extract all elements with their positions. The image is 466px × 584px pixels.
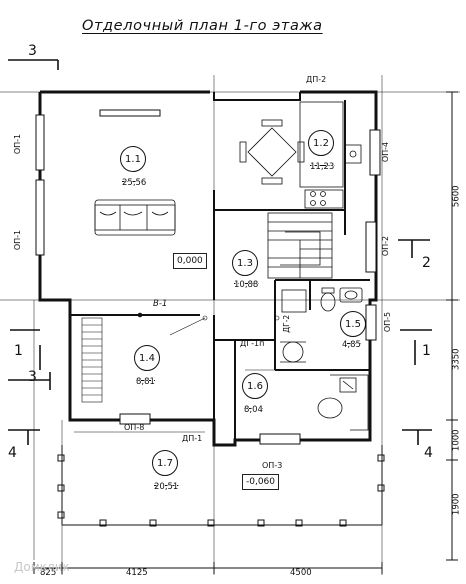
- opening-label: ДП-1: [182, 434, 203, 443]
- dimension-label: 3350: [451, 348, 462, 371]
- room-area: 8,81: [136, 377, 155, 387]
- room-area: 10,88: [234, 280, 259, 290]
- opening-label: ДГ-1п: [240, 339, 265, 348]
- section-number: 1: [14, 343, 23, 359]
- room-marker: 1.4: [134, 345, 160, 371]
- room-marker: 1.7: [152, 450, 178, 476]
- opening-label: ОП-2: [381, 235, 391, 257]
- dimension-label: 825: [40, 568, 57, 578]
- opening-label: ОП-4: [381, 141, 391, 163]
- dimension-label: 1900: [451, 493, 462, 516]
- room-marker: 1.6: [242, 373, 268, 399]
- opening-label: ОП-5: [383, 311, 393, 333]
- room-marker: 1.1: [120, 146, 146, 172]
- switch-label: В-1: [153, 299, 168, 309]
- opening-label: ОП-3: [262, 461, 283, 470]
- opening-label: ОП-8: [124, 423, 145, 432]
- section-number: 3: [28, 369, 37, 385]
- dimension-label: 1000: [451, 429, 462, 452]
- section-number: 2: [422, 255, 431, 271]
- page-title: Отделочный план 1-го этажа: [82, 18, 323, 34]
- room-marker: 1.2: [308, 130, 334, 156]
- dimension-label: 4125: [126, 568, 148, 578]
- section-number: 3: [28, 43, 37, 59]
- dimension-label: 4500: [290, 568, 312, 578]
- room-area: 11,23: [310, 162, 335, 172]
- room-area: 8,04: [244, 405, 263, 415]
- room-area: 25,56: [122, 178, 147, 188]
- watermark: Домклик: [14, 560, 70, 574]
- dimension-label: 5600: [451, 185, 462, 208]
- room-marker: 1.5: [340, 311, 366, 337]
- opening-label: ДГ-2: [282, 314, 292, 333]
- opening-label: ОП-1: [13, 133, 23, 155]
- section-number: 1: [422, 343, 431, 359]
- room-area: 4,85: [342, 340, 361, 350]
- section-number: 4: [424, 445, 433, 461]
- room-area: 20,51: [154, 482, 179, 492]
- level-mark: -0,060: [242, 474, 280, 490]
- level-mark: 0,000: [173, 253, 207, 269]
- opening-label: ОП-1: [13, 229, 23, 251]
- section-number: 4: [8, 445, 17, 461]
- room-marker: 1.3: [232, 250, 258, 276]
- opening-label: ДП-2: [306, 75, 327, 84]
